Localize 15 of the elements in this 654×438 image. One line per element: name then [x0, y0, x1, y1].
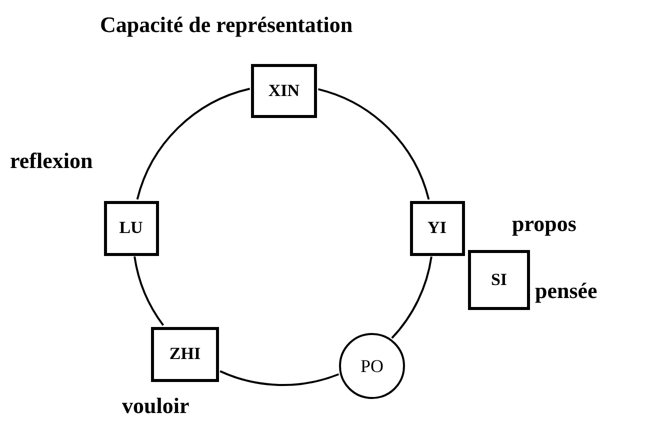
square-box: YI	[410, 200, 464, 256]
ring-arc	[220, 370, 340, 386]
ring-arc	[391, 256, 432, 339]
node-caption: pensée	[535, 280, 598, 302]
node-caption: Capacité de représentation	[100, 14, 353, 36]
ring-arc	[318, 88, 430, 200]
square-box: XIN	[251, 64, 317, 118]
caption-text: propos	[512, 213, 576, 235]
node-caption: vouloir	[122, 395, 190, 417]
square-box: LU	[104, 200, 158, 256]
square-box: ZHI	[151, 326, 219, 382]
ring-arc	[134, 256, 164, 326]
square-box: SI	[468, 250, 530, 310]
ring-arc	[136, 88, 250, 200]
node-caption: reflexion	[10, 150, 93, 172]
